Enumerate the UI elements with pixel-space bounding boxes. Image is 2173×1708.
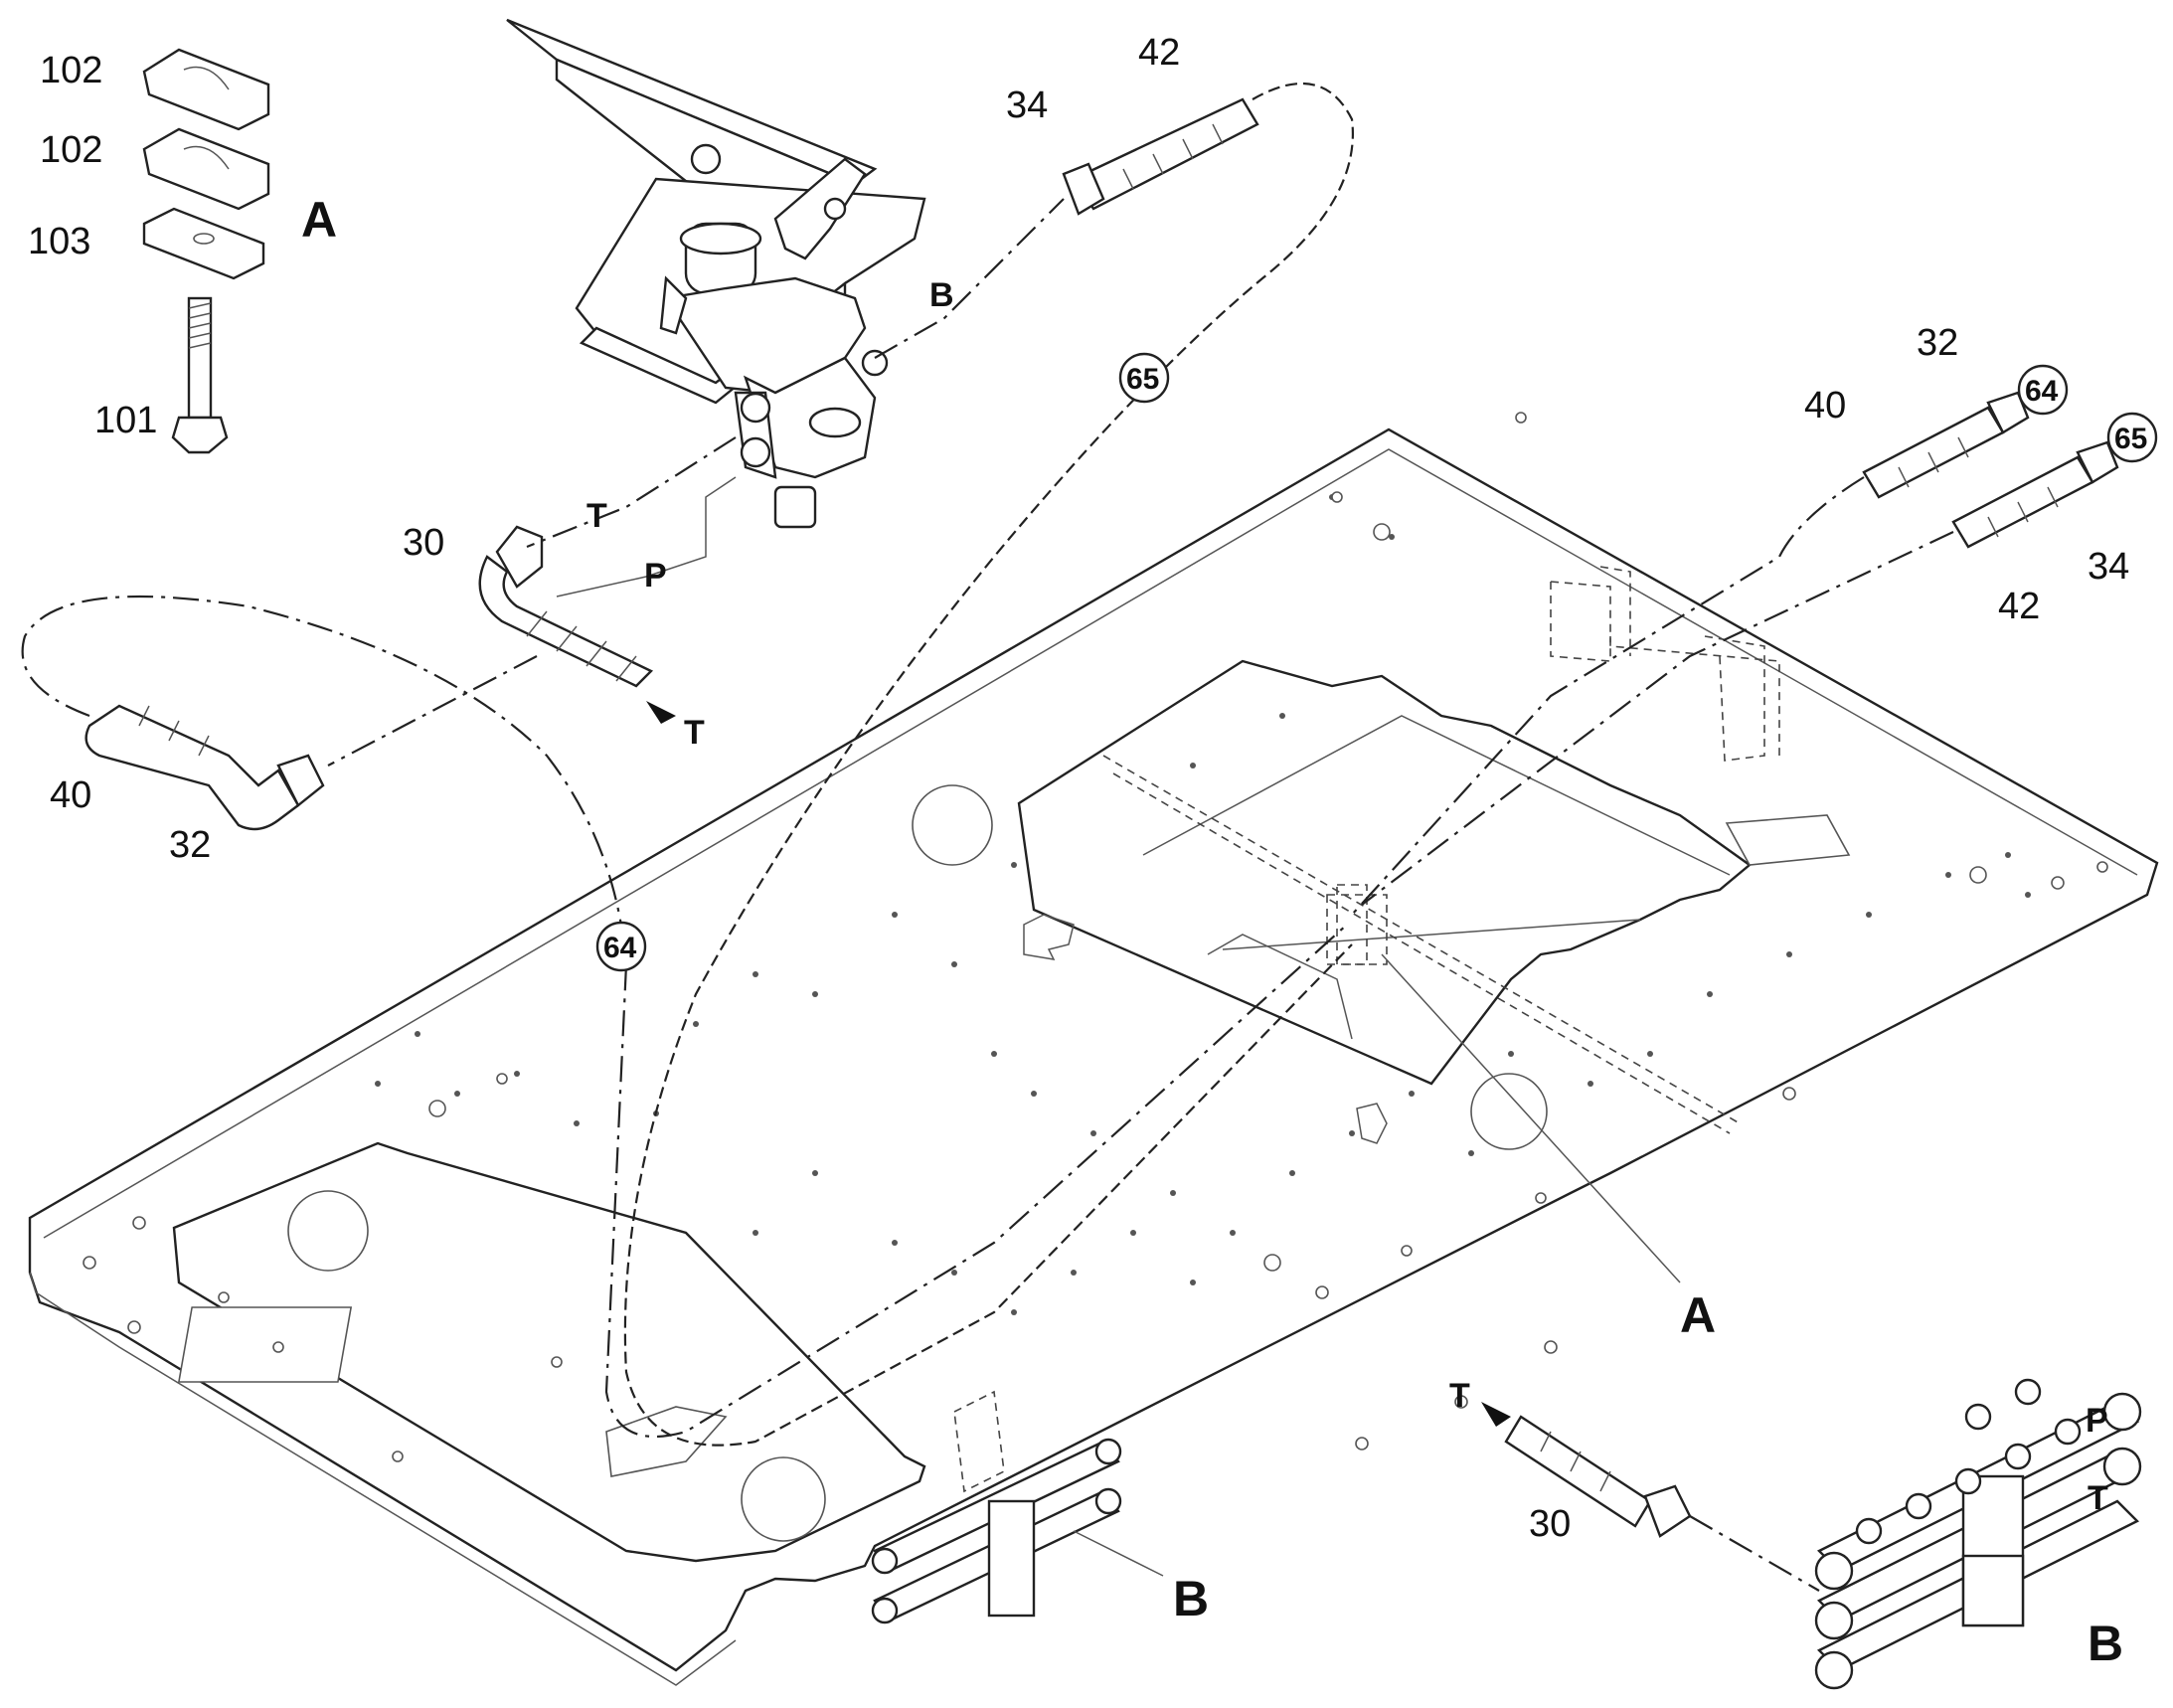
manifold-b-detail xyxy=(1814,1378,2142,1690)
hose-40-32-right xyxy=(1862,391,2030,499)
flow-arrow-top xyxy=(646,701,676,724)
hose-30-bottom xyxy=(1504,1415,1692,1538)
detail-a-clamp-kit xyxy=(142,48,270,454)
plate-hole xyxy=(741,1456,826,1542)
callout-40-left: 40 xyxy=(50,774,91,816)
callout-34-top: 34 xyxy=(1006,85,1048,126)
svg-text:65: 65 xyxy=(1126,363,1159,396)
flow-arrow-bottom xyxy=(1481,1402,1511,1427)
callout-102a: 102 xyxy=(40,50,102,91)
view-label-a-plate: A xyxy=(1680,1287,1716,1343)
view-label-a-detail: A xyxy=(301,192,337,248)
circled-ref-65-right: 65 xyxy=(2106,412,2158,463)
callout-42-right: 42 xyxy=(1998,586,2040,627)
circled-ref-64-mid: 64 xyxy=(595,921,647,972)
manifold-b-on-plate xyxy=(871,1390,1122,1624)
hose-34-42-right xyxy=(1951,440,2119,549)
connection-lines xyxy=(21,82,1954,1592)
plate-hole xyxy=(287,1190,369,1272)
line-label-t: T xyxy=(586,497,607,535)
callout-103: 103 xyxy=(28,221,90,262)
callout-102b: 102 xyxy=(40,129,102,171)
callout-32-right: 32 xyxy=(1917,322,1958,364)
brake-pedal-valve xyxy=(506,18,926,529)
hose-32-left xyxy=(84,704,325,831)
svg-text:64: 64 xyxy=(2025,375,2059,408)
view-label-b-plate: B xyxy=(1173,1571,1209,1626)
callout-40-right: 40 xyxy=(1804,385,1846,427)
callout-30-left: 30 xyxy=(403,522,444,564)
floor-plate xyxy=(28,412,2159,1686)
callout-32-left: 32 xyxy=(169,824,211,866)
manifold-label-p: P xyxy=(2086,1402,2108,1440)
manifold-fittings xyxy=(1855,1378,2082,1545)
callout-30-bottom: 30 xyxy=(1529,1503,1571,1545)
line-label-b: B xyxy=(929,276,954,314)
circled-ref-64-right: 64 xyxy=(2017,364,2069,416)
plate-hole xyxy=(912,784,993,866)
callout-101: 101 xyxy=(94,400,157,441)
view-label-b-detail: B xyxy=(2088,1616,2123,1671)
callout-42-top: 42 xyxy=(1138,32,1180,74)
hose-34-42-top xyxy=(1062,97,1259,216)
arrow-label-t-top: T xyxy=(684,714,705,752)
arrow-label-t-bottom: T xyxy=(1449,1377,1470,1415)
plate-hole xyxy=(1470,1073,1548,1150)
circled-ref-65-mid: 65 xyxy=(1118,352,1170,404)
callout-34-right: 34 xyxy=(2088,546,2129,588)
svg-text:65: 65 xyxy=(2114,423,2147,455)
hose-30-top xyxy=(478,525,654,688)
svg-text:64: 64 xyxy=(603,932,637,964)
line-label-p: P xyxy=(644,557,667,595)
manifold-label-t: T xyxy=(2088,1479,2108,1517)
